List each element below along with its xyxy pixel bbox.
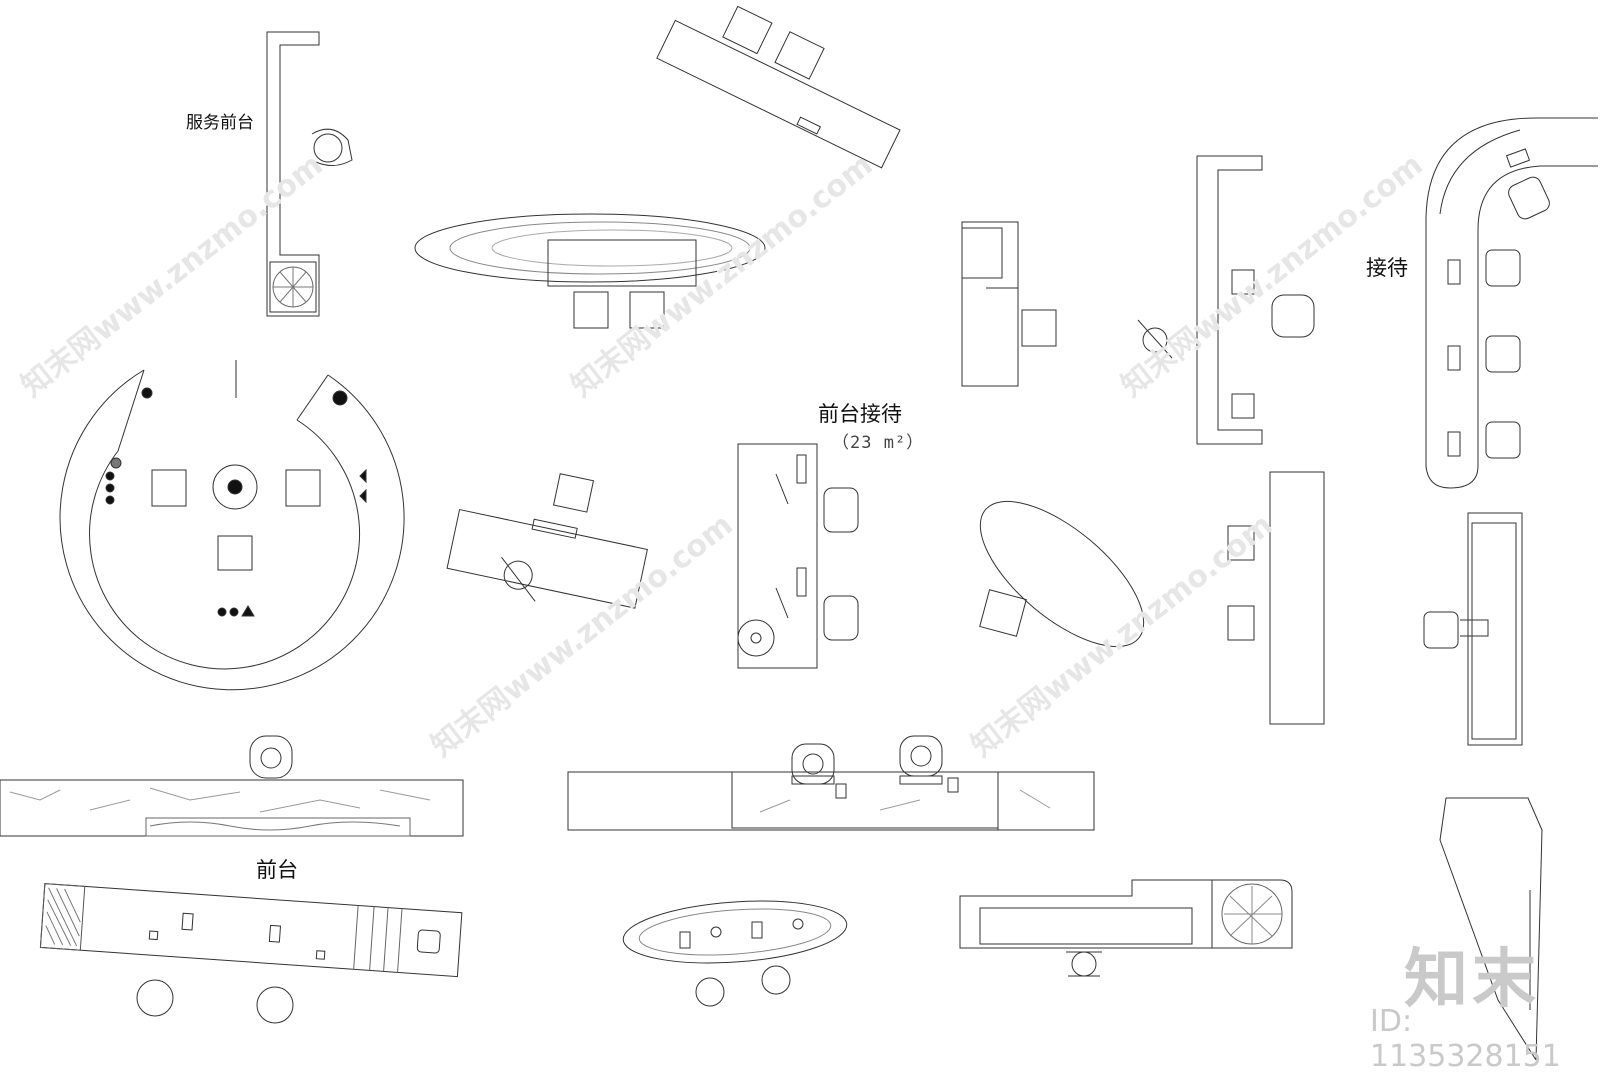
front-desk-label: 前台 (256, 858, 298, 882)
l-shaped-desk-plan (962, 222, 1056, 386)
watermark-id: ID: 1135328151 (1370, 1004, 1561, 1074)
hatched-end-front-counter-plan (40, 884, 461, 977)
curved-reception-counter-plan (1426, 118, 1598, 488)
desk-with-planter-plan (960, 880, 1292, 976)
oval-meeting-table-plan (957, 476, 1167, 672)
front-desk-reception-label: 前台接待 (818, 402, 902, 426)
service-front-desk-plan (267, 32, 352, 316)
oval-reception-desk-plan (415, 214, 765, 328)
marble-front-desk-plan (0, 736, 463, 836)
round-reception-desk-plan (60, 360, 404, 690)
tall-office-desk-plan (1138, 156, 1314, 444)
round-stools-left (137, 980, 293, 1023)
diagonal-desk-top-plan (657, 0, 918, 168)
vertical-plain-desk-plan (1228, 472, 1324, 724)
long-counter-two-staff-plan (568, 736, 1094, 830)
v-shaped-counter-plan (1440, 798, 1542, 1060)
watermark-logo: 知末 (1404, 943, 1540, 1017)
right-tall-desk-plan (1424, 513, 1522, 745)
oval-bar-counter-plan (621, 894, 849, 1006)
area-label: （23 m²） (832, 433, 925, 453)
front-desk-reception-23m2-plan (738, 444, 858, 668)
service-front-desk-label: 服务前台 (186, 113, 254, 133)
reception-label: 接待 (1366, 256, 1408, 280)
tilted-work-desk-plan (444, 455, 659, 622)
